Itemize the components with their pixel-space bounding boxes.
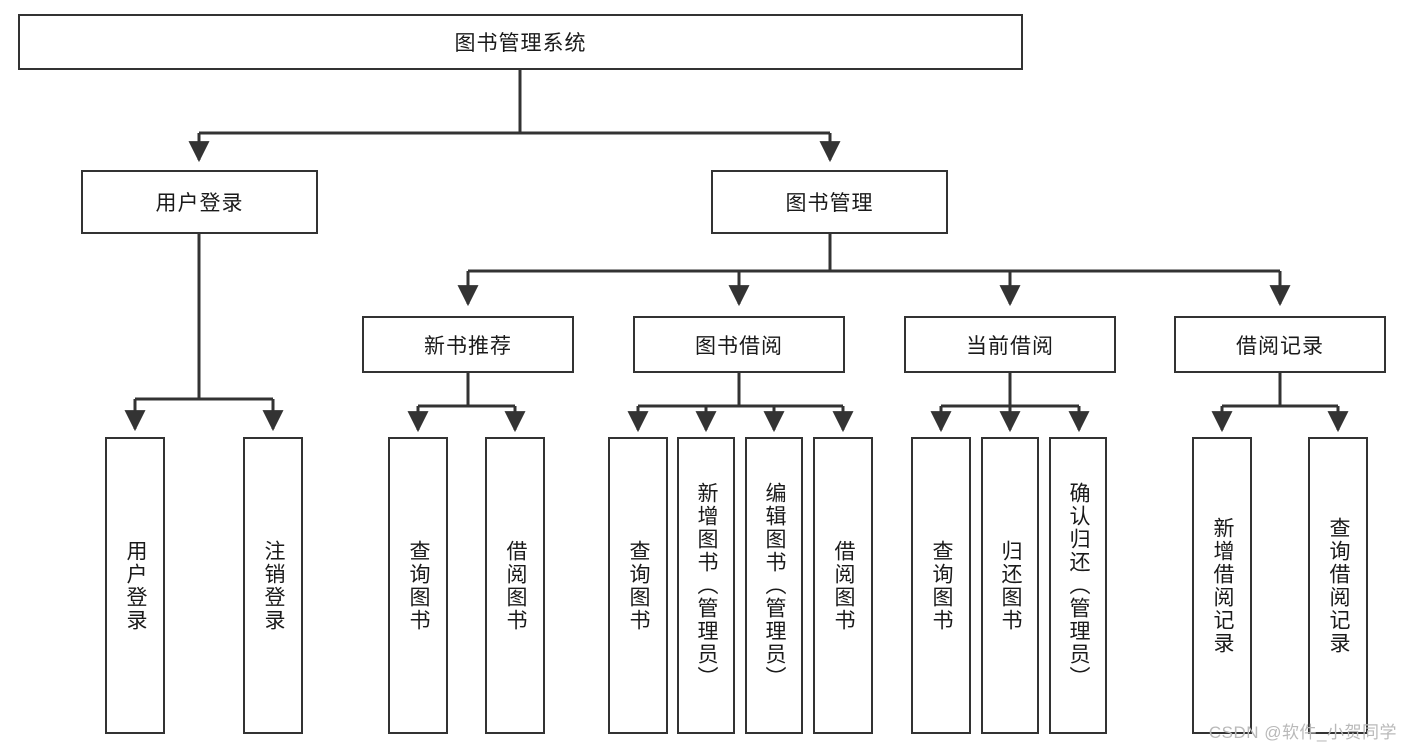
node-leaf-borrow-book-2-label: 借阅图书 — [832, 539, 856, 632]
node-leaf-borrow-book-1[interactable]: 借阅图书 — [485, 437, 545, 734]
node-current[interactable]: 当前借阅 — [904, 316, 1116, 373]
node-leaf-query-record[interactable]: 查询借阅记录 — [1308, 437, 1368, 734]
node-leaf-query-book-2[interactable]: 查询图书 — [608, 437, 668, 734]
node-leaf-add-book-label: 新增图书（管理员） — [695, 482, 719, 689]
node-leaf-return-book[interactable]: 归还图书 — [981, 437, 1039, 734]
node-leaf-query-book-3-label: 查询图书 — [930, 539, 954, 632]
node-leaf-add-book[interactable]: 新增图书（管理员） — [677, 437, 735, 734]
node-root-label: 图书管理系统 — [454, 32, 587, 55]
node-login[interactable]: 用户登录 — [81, 170, 318, 234]
node-leaf-confirm-return[interactable]: 确认归还（管理员） — [1049, 437, 1107, 734]
node-leaf-borrow-book-2[interactable]: 借阅图书 — [813, 437, 873, 734]
node-leaf-confirm-return-label: 确认归还（管理员） — [1067, 482, 1091, 689]
node-leaf-add-record[interactable]: 新增借阅记录 — [1192, 437, 1252, 734]
node-newbook-label: 新书推荐 — [424, 334, 512, 358]
node-leaf-user-logout-label: 注销登录 — [262, 539, 286, 632]
node-leaf-query-book-2-label: 查询图书 — [627, 539, 651, 632]
node-leaf-edit-book[interactable]: 编辑图书（管理员） — [745, 437, 803, 734]
node-bookmgmt[interactable]: 图书管理 — [711, 170, 948, 234]
node-leaf-borrow-book-1-label: 借阅图书 — [504, 539, 528, 632]
node-leaf-query-book-3[interactable]: 查询图书 — [911, 437, 971, 734]
node-leaf-add-record-label: 新增借阅记录 — [1211, 516, 1235, 655]
node-current-label: 当前借阅 — [966, 334, 1054, 358]
node-leaf-user-login-label: 用户登录 — [124, 539, 148, 632]
node-leaf-user-logout[interactable]: 注销登录 — [243, 437, 303, 734]
node-bookmgmt-label: 图书管理 — [785, 192, 874, 215]
node-root[interactable]: 图书管理系统 — [18, 14, 1023, 70]
csdn-watermark: CSDN @软件_小贺同学 — [1208, 723, 1397, 742]
node-leaf-return-book-label: 归还图书 — [999, 539, 1023, 632]
node-borrow-label: 图书借阅 — [695, 334, 783, 358]
node-records-label: 借阅记录 — [1236, 334, 1324, 358]
node-leaf-query-book-1[interactable]: 查询图书 — [388, 437, 448, 734]
node-newbook[interactable]: 新书推荐 — [362, 316, 574, 373]
node-records[interactable]: 借阅记录 — [1174, 316, 1386, 373]
node-leaf-query-record-label: 查询借阅记录 — [1327, 516, 1351, 655]
node-leaf-query-book-1-label: 查询图书 — [407, 539, 431, 632]
node-login-label: 用户登录 — [155, 192, 244, 215]
node-leaf-edit-book-label: 编辑图书（管理员） — [763, 482, 787, 689]
node-borrow[interactable]: 图书借阅 — [633, 316, 845, 373]
node-leaf-user-login[interactable]: 用户登录 — [105, 437, 165, 734]
